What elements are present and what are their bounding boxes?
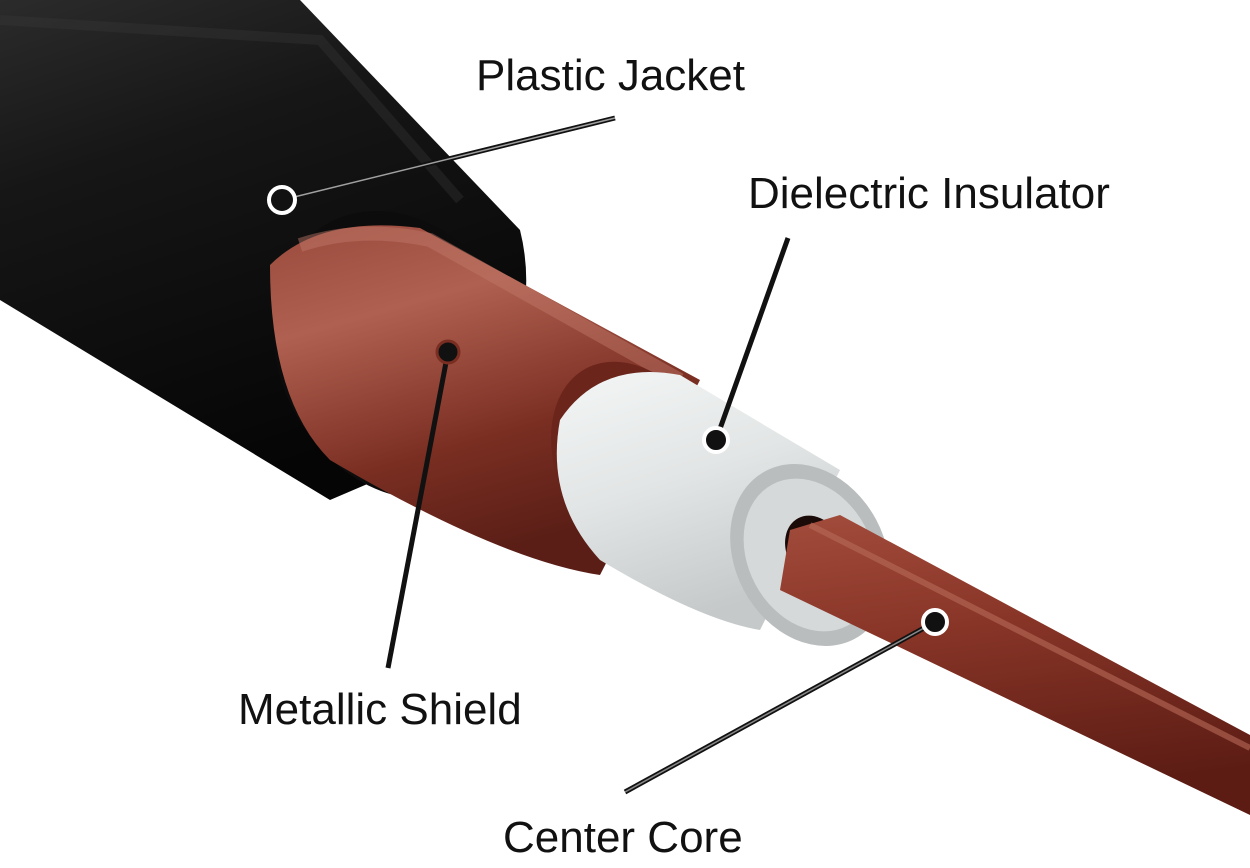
leader-dielectric-insulator [702, 237, 791, 454]
label-plastic-jacket: Plastic Jacket [476, 51, 745, 100]
anchor-dot [921, 608, 949, 636]
leader-plastic-jacket [267, 115, 616, 215]
anchor-dot [435, 339, 461, 365]
center-core [780, 515, 1250, 815]
leader-center-core [623, 608, 949, 795]
label-metallic-shield: Metallic Shield [238, 685, 522, 734]
label-center-core: Center Core [503, 813, 743, 862]
label-dielectric-insulator: Dielectric Insulator [748, 169, 1110, 218]
leader-metallic-shield [385, 339, 461, 669]
anchor-dot [267, 185, 297, 215]
anchor-dot [702, 426, 730, 454]
